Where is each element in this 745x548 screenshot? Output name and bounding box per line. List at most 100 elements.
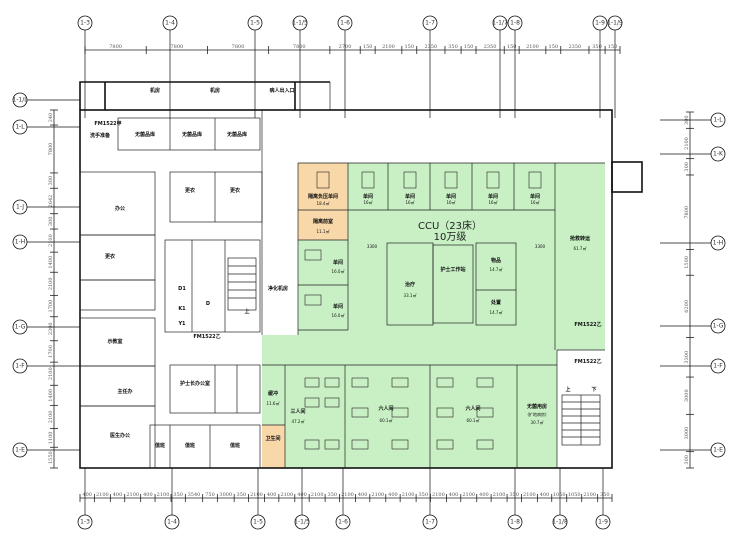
room-label: D1 <box>178 286 186 292</box>
axis-label: 1-9 <box>595 20 605 27</box>
bed-icon <box>436 407 454 418</box>
dimension-value: 7800 <box>109 44 122 50</box>
room-label: 卫生间 <box>265 435 280 442</box>
bed-icon <box>304 439 320 450</box>
axis-bubble <box>552 514 568 530</box>
room-label: 单间 <box>530 193 540 200</box>
axis-label: 1-E <box>713 447 723 454</box>
room-label: D <box>206 301 210 307</box>
dimension-value: 2100 <box>250 492 263 498</box>
dimension-value: 300 <box>684 162 690 172</box>
axis-label: 1-1/9 <box>607 20 623 27</box>
bed-icon <box>304 249 322 261</box>
room-label: Y1 <box>177 321 186 327</box>
dimension-value: 2100 <box>48 367 54 380</box>
room-label: 机房 <box>209 87 220 94</box>
dimension-value: 2100 <box>157 492 170 498</box>
room-label: 主任办 <box>117 388 132 395</box>
room-area: 61.7㎡ <box>574 245 587 251</box>
room-area: 16.0㎡ <box>332 268 345 274</box>
bed-icon <box>324 397 340 408</box>
room-label: 值班 <box>185 442 195 449</box>
axis-bubble <box>507 15 523 31</box>
axis-label: 1-6 <box>338 519 348 526</box>
dimension-value: 350 <box>173 492 183 498</box>
stair-up-label: 上 <box>565 386 570 393</box>
axis-bubble <box>595 514 611 530</box>
room-area: 16㎡ <box>488 199 497 205</box>
dimension-value: 400 <box>479 492 489 498</box>
bed-icon <box>476 407 494 418</box>
bed-icon <box>391 407 409 418</box>
dimension-value: 1700 <box>48 300 54 313</box>
room-label: 无菌品库 <box>181 131 202 138</box>
dimension-value: 3000 <box>684 389 690 402</box>
bed-icon <box>304 397 320 408</box>
axis-bubble <box>337 15 353 31</box>
axis-label: 1-7 <box>425 519 435 526</box>
dimension-value: 400 <box>267 492 277 498</box>
room-area: 47.2㎡ <box>292 418 305 424</box>
stair-left <box>227 257 257 311</box>
room-area: 33.1㎡ <box>404 292 417 298</box>
dimension-value: 400 <box>82 492 92 498</box>
room-label: 单间 <box>333 303 343 310</box>
dimension-lines: 7800780078007800270015021001502350350150… <box>48 44 694 502</box>
dimension-value: 2100 <box>126 492 139 498</box>
axis-bubble <box>710 146 726 162</box>
room-label: 示教室 <box>107 338 122 345</box>
bed-icon <box>476 377 494 388</box>
axis-bubble <box>164 514 180 530</box>
dimension-value: 2100 <box>96 492 109 498</box>
dimension-value: 150 <box>405 44 415 50</box>
ccu-grade: 10万级 <box>434 231 467 243</box>
dimension-value: 2300 <box>48 322 54 335</box>
room-label: 办公 <box>115 205 125 212</box>
dimension-value: 300 <box>48 176 54 186</box>
dimension-value: 2100 <box>341 492 354 498</box>
room-label: 净化机房 <box>268 285 288 292</box>
axis-bubble <box>710 235 726 251</box>
axis-label: 1-1/7 <box>492 20 508 27</box>
dimension-value: 350 <box>592 44 602 50</box>
dimension-value: 400 <box>540 492 550 498</box>
dimension-value: 350 <box>448 44 458 50</box>
room-label: 六人间 <box>378 405 393 412</box>
axis-label: 1-3 <box>80 519 90 526</box>
axis-bubble <box>12 199 28 215</box>
interior-walls <box>79 110 605 469</box>
axis-label: 1-H <box>713 240 724 247</box>
axis-label: 1-F <box>713 363 723 370</box>
room-label: 病人出入口 <box>269 87 294 94</box>
room-label: 机房 <box>149 87 160 94</box>
stair-right <box>561 394 601 446</box>
room-label: 单间 <box>363 193 373 200</box>
axis-bubble <box>422 15 438 31</box>
room-label: 洗手准备 <box>90 132 111 139</box>
dimension-value: 3300 <box>684 351 690 364</box>
bed-icon <box>436 377 454 388</box>
dimension-value: 3540 <box>188 492 201 498</box>
bed-icon <box>304 294 322 306</box>
dimension-value: 350 <box>237 492 247 498</box>
dimension-value: 1400 <box>48 389 54 402</box>
room-label: 单间 <box>405 193 415 200</box>
dimension-value: 400 <box>358 492 368 498</box>
room-label: 值班 <box>155 442 165 449</box>
axis-bubble <box>507 514 523 530</box>
room-label: 无菌品库 <box>134 131 155 138</box>
dimension-value: 2100 <box>462 492 475 498</box>
dimension-value: 1550 <box>48 451 54 464</box>
room-label: 隔离前室 <box>313 218 333 225</box>
dimension-value: 300 <box>48 217 54 227</box>
room-label: 缓冲 <box>268 390 278 397</box>
axis-label: 1-3 <box>80 20 90 27</box>
room-label: 护士长办公室 <box>180 380 210 387</box>
room-label: 更衣 <box>230 187 240 194</box>
axis-bubble <box>710 442 726 458</box>
isolation-room-zone <box>298 163 348 212</box>
door-tag: FM1522乙 <box>574 358 601 365</box>
corridor-width: 3300 <box>535 244 546 249</box>
dimension-value: 2100 <box>432 492 445 498</box>
